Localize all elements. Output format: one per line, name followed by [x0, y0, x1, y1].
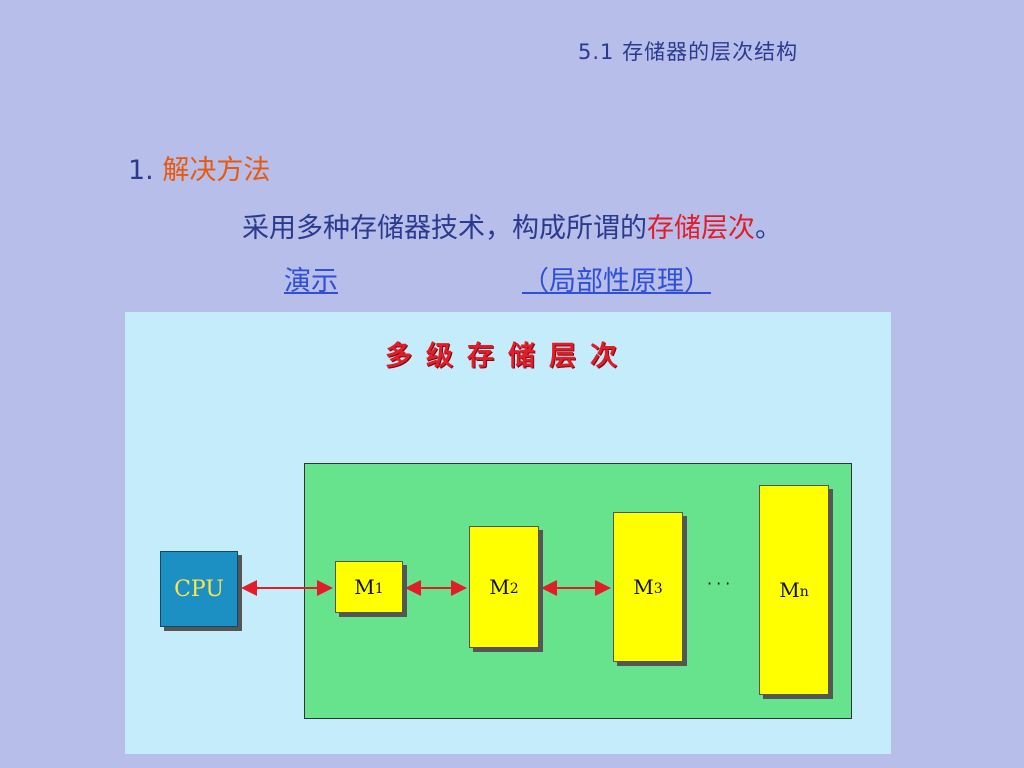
diagram-title: 多级存储层次 [385, 341, 631, 372]
section-heading: 1. 解决方法 [128, 148, 270, 187]
ellipsis: ··· [707, 574, 735, 593]
slide-header: 5.1 存储器的层次结构 [578, 40, 799, 64]
description-prefix: 采用多种存储器技术，构成所谓的 [242, 213, 647, 244]
description-text: 采用多种存储器技术，构成所谓的存储层次。 [242, 206, 782, 245]
level-index: 3 [653, 581, 663, 597]
connector-arrows [241, 580, 611, 596]
cpu-box: CPU [160, 551, 238, 627]
section-number: 1. [128, 155, 154, 186]
level-letter: M [489, 575, 510, 599]
description-suffix: 。 [755, 213, 782, 244]
section-title: 解决方法 [162, 155, 271, 186]
level-index: 1 [374, 581, 384, 597]
level-letter: M [354, 575, 375, 599]
demo-link[interactable]: 演示 [284, 266, 338, 297]
level-index: 2 [509, 581, 519, 597]
description-highlight: 存储层次 [647, 213, 755, 244]
level-letter: M [633, 575, 654, 599]
level-index: n [799, 584, 809, 600]
level-letter: M [779, 578, 800, 602]
locality-principle-link[interactable]: （局部性原理） [522, 266, 711, 297]
